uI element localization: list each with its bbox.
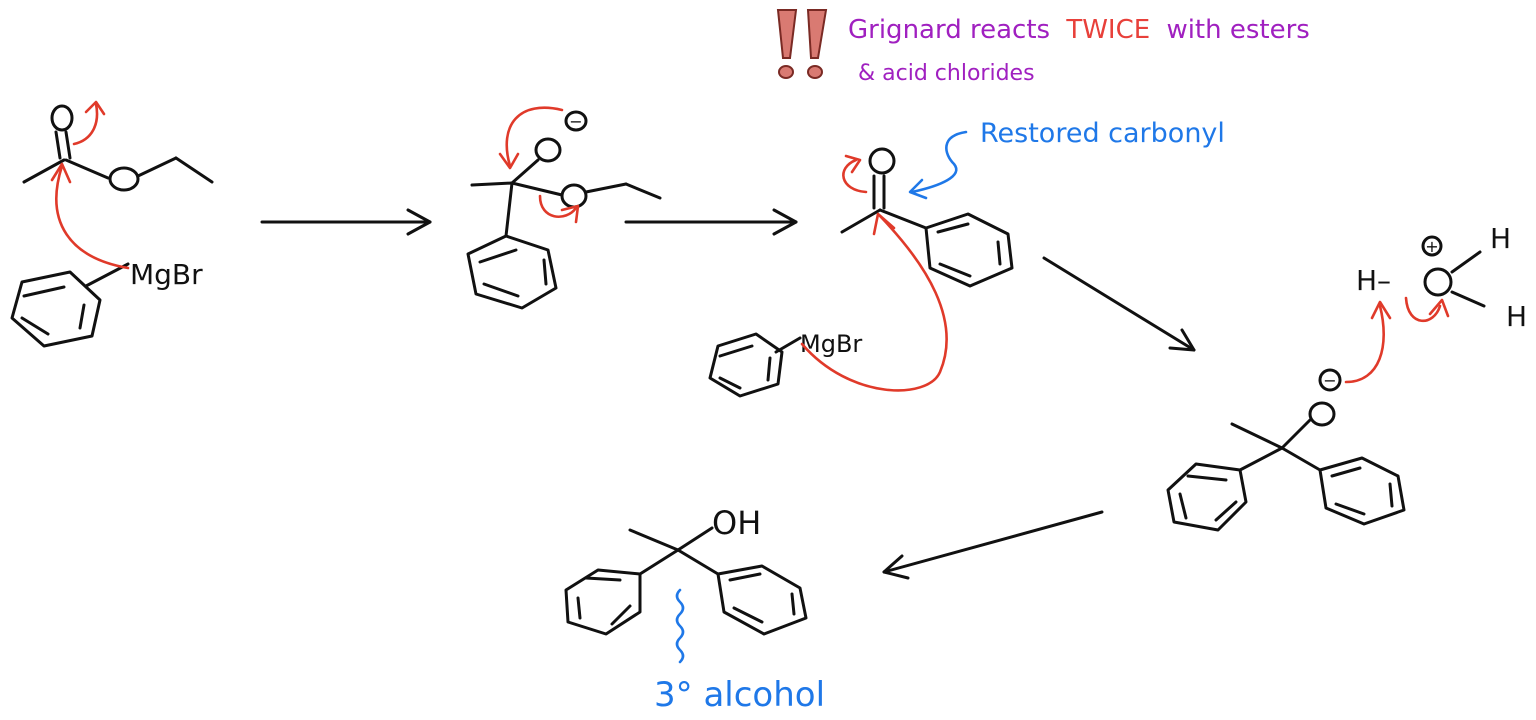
reaction-arrow-1 [260,208,432,236]
alkoxide-intermediate: − [1166,368,1406,532]
restored-carbonyl-callout: Restored carbonyl [908,118,1225,200]
curved-arrow-carbonyl-2 [842,154,868,194]
ketone-molecule [840,147,1014,288]
warning-text-part2: with esters [1166,15,1309,45]
reaction-arrow-4 [882,510,1104,580]
tertiary-alcohol-label: 3° alcohol [654,675,825,715]
double-exclamation-icon [776,9,828,79]
curved-arrow-carbonyl-1 [72,100,106,146]
restored-carbonyl-label: Restored carbonyl [980,118,1225,149]
hydronium-ion: H– + H H [1356,222,1527,333]
warning-text-emphasis: TWICE [1065,15,1150,45]
oxonium-h-top: H [1490,222,1511,255]
oxonium-h-bottom: H [1506,300,1527,333]
warning-text-part1: Grignard reacts [848,15,1050,45]
mgbr-label-2: MgBr [800,330,862,358]
oxonium-h-left: H– [1356,264,1391,297]
phenyl-grignard-1: MgBr [10,258,203,348]
svg-text:Grignard reacts TWICE: Grignard reacts TWICE with esters [848,15,1310,45]
curved-arrow-oh-bond [1404,296,1450,323]
product-squiggle-pointer: 3° alcohol [654,588,825,715]
tetrahedral-intermediate: − [466,110,662,310]
tertiary-alcohol-product: OH [564,504,808,636]
warning-text-line2: & acid chlorides [858,61,1035,86]
oxonium-charge: + [1425,237,1438,256]
reaction-arrow-3 [1042,256,1196,352]
curved-arrow-attack-1 [50,162,130,270]
curved-arrow-reform-carbonyl [498,106,564,170]
phenyl-grignard-2: MgBr [708,330,862,398]
curved-arrow-leaving-group [538,194,580,224]
mgbr-label-1: MgBr [130,258,203,291]
alkoxide-charge-2: − [1323,371,1336,390]
reaction-arrow-2 [624,208,798,236]
warning-note: Grignard reacts TWICE with esters & acid… [776,9,1310,86]
alkoxide-charge-1: − [569,112,582,131]
curved-arrow-to-hydrogen [1344,300,1392,384]
ester-molecule [22,104,214,192]
hydroxyl-label: OH [712,504,761,542]
curved-arrow-attack-2 [800,212,948,392]
